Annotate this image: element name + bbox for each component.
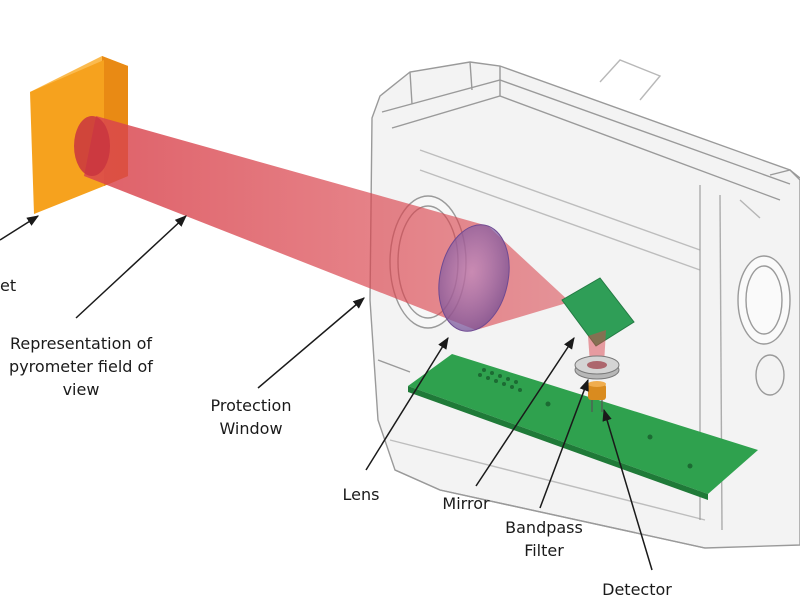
- detector-label: Detector: [602, 580, 672, 599]
- bandpass-filter-label: Bandpass Filter: [505, 518, 583, 560]
- detector-arrow: [602, 408, 653, 571]
- fov-arrow: [75, 215, 187, 319]
- mirror-label: Mirror: [442, 494, 490, 513]
- bandpass-filter-arrow: [539, 378, 589, 509]
- reflected-beam: [588, 330, 606, 364]
- lens-label: Lens: [342, 485, 380, 504]
- bandpass-filter-element: [574, 355, 620, 380]
- fov-label: Representation of pyrometer field of vie…: [9, 334, 153, 399]
- lens-arrow: [365, 336, 449, 471]
- leader-lines: [0, 215, 653, 571]
- mirror-arrow: [475, 336, 575, 487]
- target-arrow: [0, 215, 40, 241]
- protection-window-arrow: [257, 297, 365, 389]
- target-label: et: [0, 276, 17, 295]
- lens-element: [438, 224, 510, 332]
- protection-window-label: Protection Window: [210, 396, 292, 438]
- circuit-board: [408, 354, 758, 500]
- detector-element: [588, 381, 606, 412]
- mirror-element: [561, 277, 635, 347]
